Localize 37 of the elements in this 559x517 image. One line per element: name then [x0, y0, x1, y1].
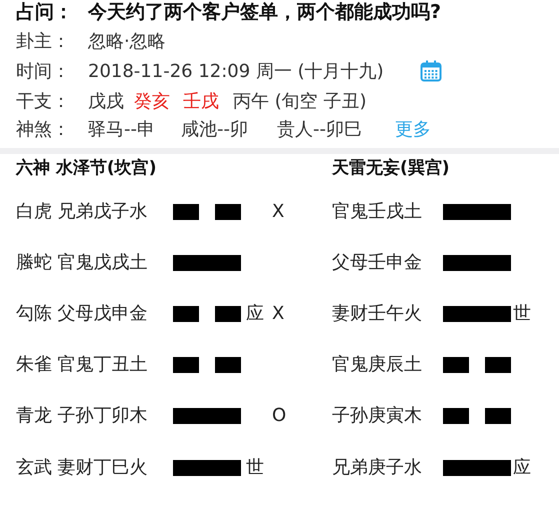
line-label: 官鬼壬戌土: [332, 201, 422, 223]
spirit-text: 咸池--卯: [181, 119, 248, 141]
line-label: 朱雀 官鬼丁丑土: [16, 354, 148, 376]
line-label: 白虎 兄弟戊子水: [16, 201, 148, 223]
stem-branch-text: 癸亥: [134, 91, 170, 113]
hexagram-heading: 六神 水泽节(坎宫): [16, 157, 156, 179]
change-mark: X: [272, 303, 284, 325]
hexagram-heading: 天雷无妄(巽宫): [332, 157, 450, 179]
question-text: 今天约了两个客户签单，两个都能成功吗?: [88, 1, 442, 23]
label: 干支：: [16, 91, 70, 113]
spirit-text: 驿马--申: [88, 119, 155, 141]
change-mark: O: [272, 405, 286, 427]
position-mark: 世: [513, 303, 531, 325]
date-text: 2018-11-26 12:09 周一 (十月十九): [88, 61, 384, 83]
position-mark: 应: [513, 457, 531, 479]
value-text: 忽略·忽略: [88, 31, 166, 53]
label: 卦主：: [16, 31, 70, 53]
label: 时间：: [16, 61, 70, 83]
stem-branch-text: 戊戌: [88, 91, 124, 113]
position-mark: 世: [246, 457, 264, 479]
line-label: 官鬼庚辰土: [332, 354, 422, 376]
line-label: 玄武 妻财丁巳火: [16, 457, 148, 479]
line-label: 螣蛇 官鬼戊戌土: [16, 252, 148, 274]
more-link: 更多: [395, 119, 431, 141]
stem-branch-text: 丙午 (旬空 子丑): [233, 91, 366, 113]
label: 神煞：: [16, 119, 70, 141]
question-label: 占问：: [16, 1, 73, 23]
line-label: 父母壬申金: [332, 252, 422, 274]
line-label: 子孙庚寅木: [332, 405, 422, 427]
position-mark: 应: [246, 303, 264, 325]
spirit-text: 贵人--卯巳: [277, 119, 362, 141]
change-mark: X: [272, 201, 284, 223]
stem-branch-text: 壬戌: [183, 91, 219, 113]
line-label: 兄弟庚子水: [332, 457, 422, 479]
line-label: 勾陈 父母戊申金: [16, 303, 148, 325]
line-label: 青龙 子孙丁卯木: [16, 405, 148, 427]
line-label: 妻财壬午火: [332, 303, 422, 325]
